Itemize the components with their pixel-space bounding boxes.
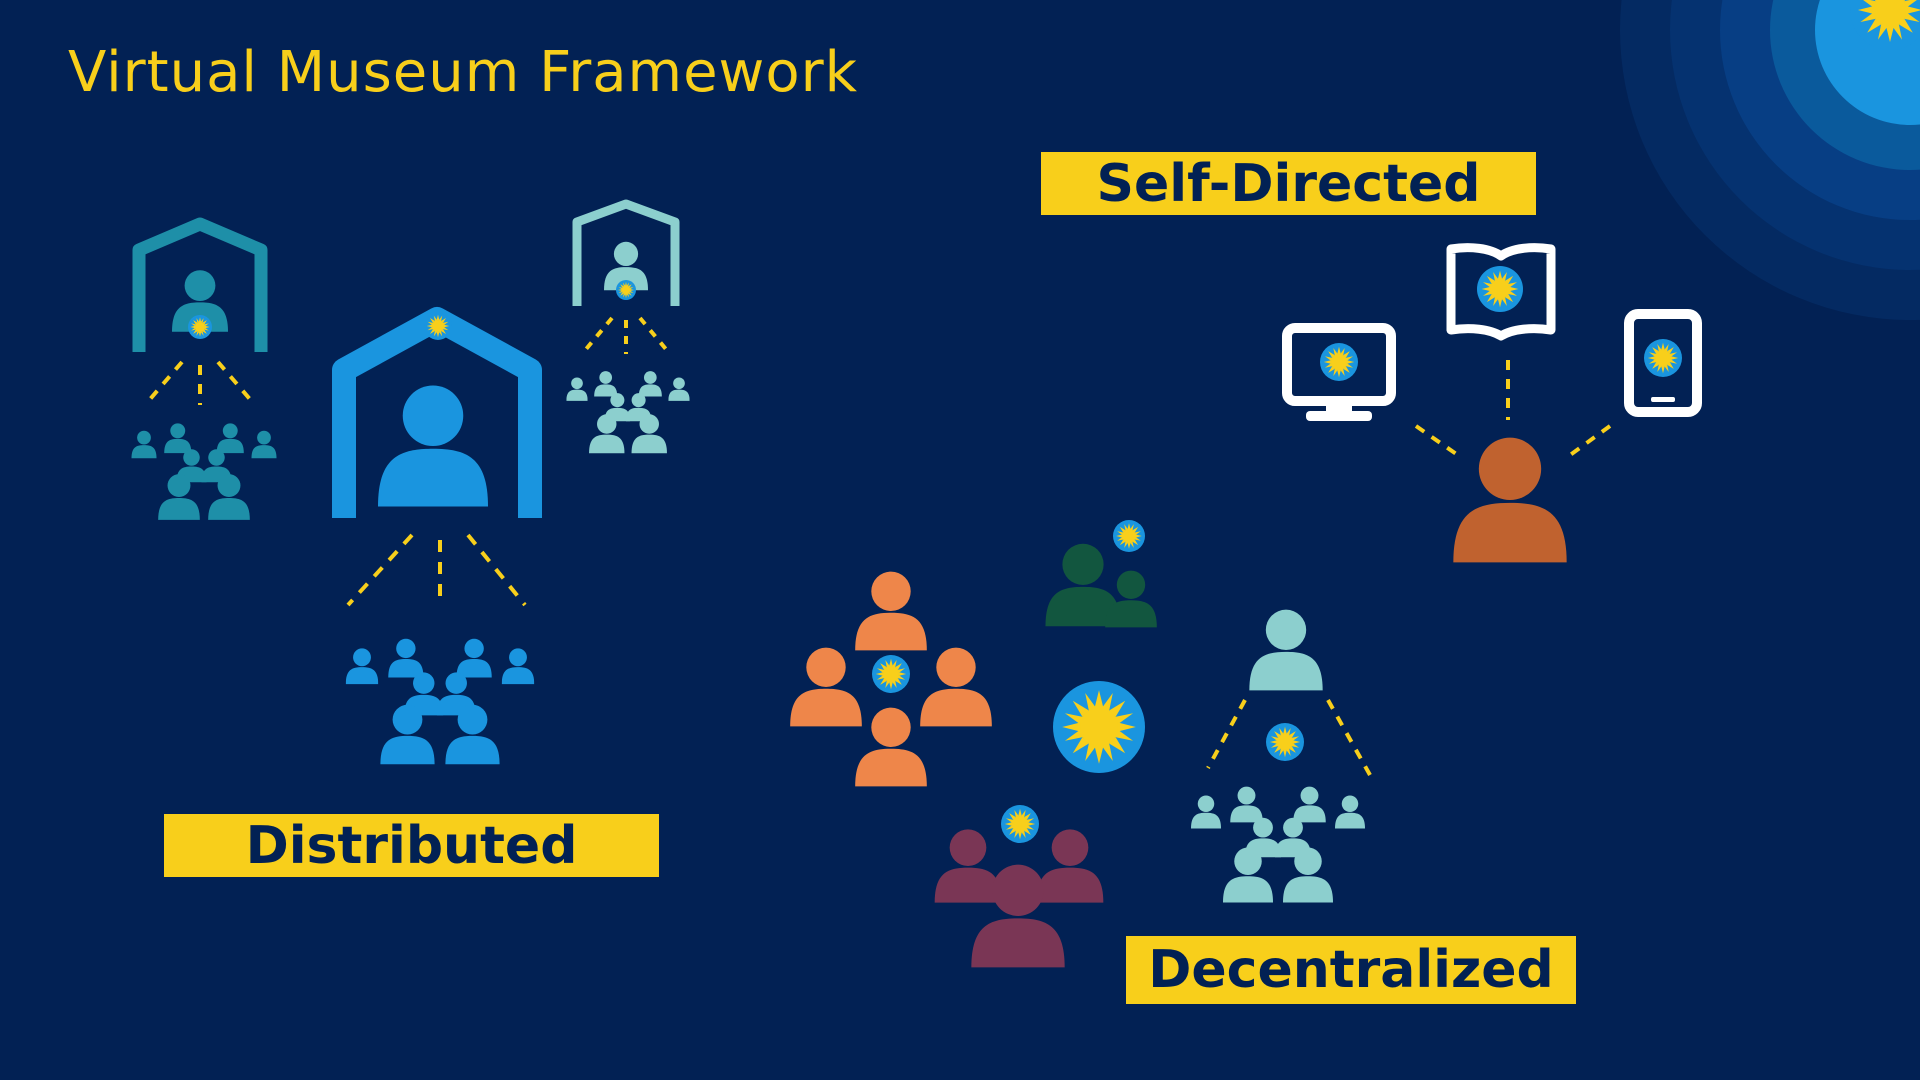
person-icon xyxy=(934,829,1002,903)
person-icon xyxy=(1453,437,1567,563)
sun-icon xyxy=(424,312,452,340)
book-icon xyxy=(1446,243,1556,341)
dashed-connectors xyxy=(1206,699,1372,776)
dashed-connectors xyxy=(1414,360,1612,460)
slide-title: Virtual Museum Framework xyxy=(68,40,859,105)
person-icon xyxy=(378,385,488,507)
sun-icon xyxy=(188,315,212,339)
dashed-connectors xyxy=(580,316,672,356)
decentralized-label: Decentralized xyxy=(1126,936,1576,1004)
distributed-label: Distributed xyxy=(164,814,659,877)
audience-icon xyxy=(566,371,689,453)
person-icon xyxy=(1249,609,1323,691)
house-icon xyxy=(572,199,680,306)
dashed-connectors xyxy=(346,533,527,607)
dashed-connectors xyxy=(143,360,257,407)
house-icon xyxy=(132,217,268,352)
self-directed-label: Self-Directed xyxy=(1041,152,1536,215)
sun-icon xyxy=(1266,723,1304,761)
audience-icon xyxy=(1191,787,1365,903)
sun-icon xyxy=(1053,681,1145,773)
person-icon xyxy=(855,707,927,787)
decentralized-cluster xyxy=(790,520,1372,968)
monitor-icon xyxy=(1282,323,1396,421)
sun-icon xyxy=(1001,805,1039,843)
audience-icon xyxy=(132,423,277,520)
sun-icon xyxy=(1113,520,1145,552)
corner-arcs-decoration xyxy=(1620,0,1920,320)
sun-icon xyxy=(616,280,636,300)
audience-icon xyxy=(346,639,535,765)
distributed-cluster xyxy=(132,199,690,765)
person-icon xyxy=(790,647,862,727)
person-icon xyxy=(855,571,927,651)
phone-icon xyxy=(1624,309,1702,417)
person-icon xyxy=(1036,829,1104,903)
self-directed-cluster xyxy=(1282,243,1702,563)
sun-icon xyxy=(872,655,910,693)
person-icon xyxy=(920,647,992,727)
